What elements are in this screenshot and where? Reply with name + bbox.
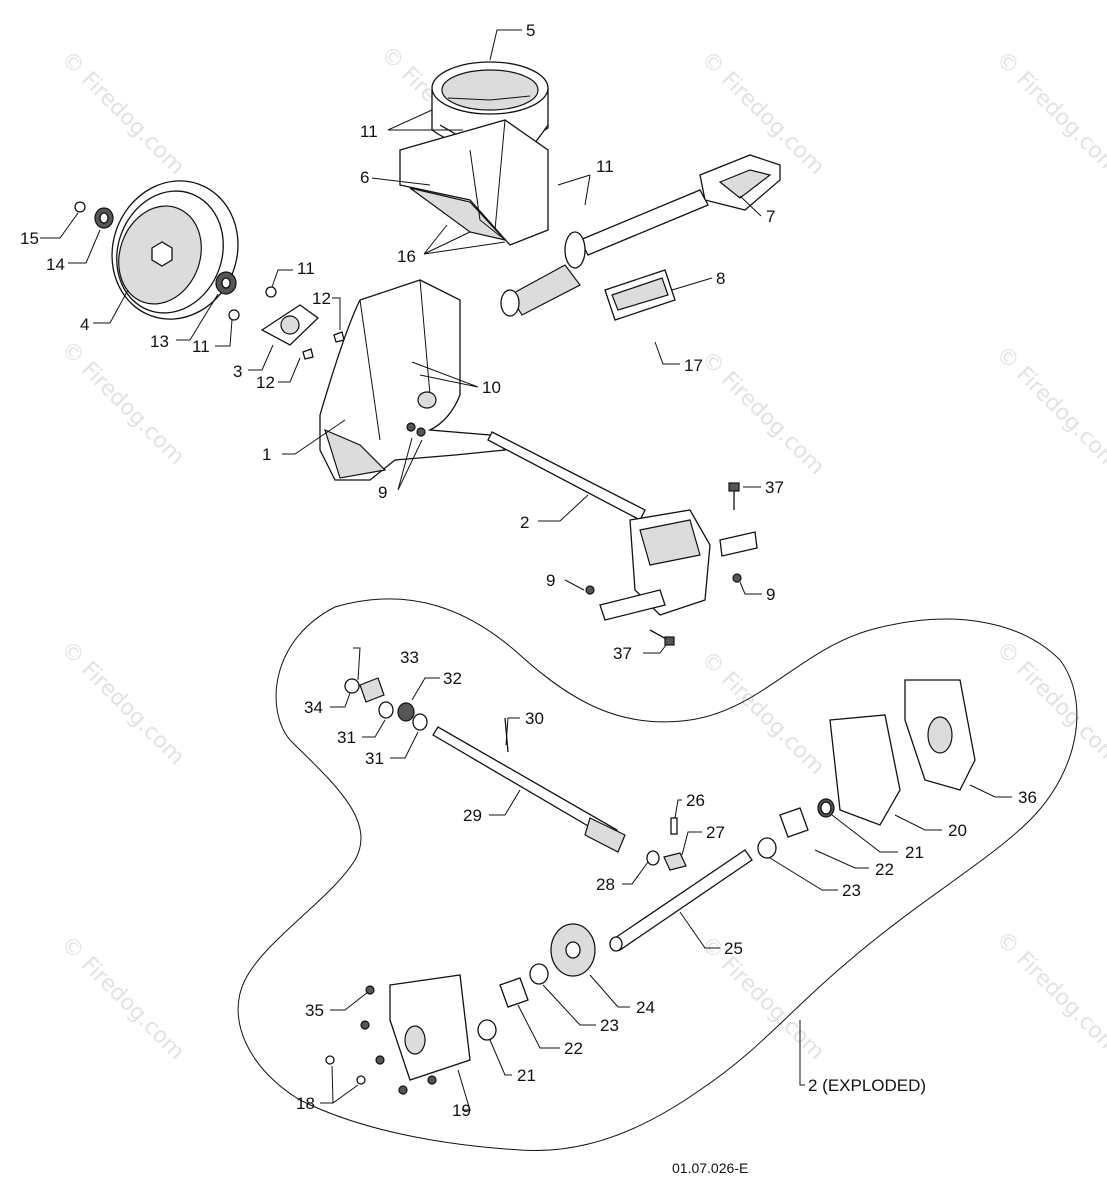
callout-31: 31 [365,749,384,768]
callout-16: 16 [397,247,416,266]
callout-17: 17 [684,356,703,375]
watermark: © Firedog.com [56,932,189,1065]
leader-lines [40,29,1012,1111]
callout-9: 9 [378,483,387,502]
part-gearbox-assembly [487,431,758,621]
watermark: © Firedog.com [56,637,189,770]
callout-13: 13 [150,332,169,351]
callout-31: 31 [337,728,356,747]
callout-14: 14 [46,255,65,274]
callout-6: 6 [360,168,369,187]
part-bolts [406,422,742,646]
callout-15: 15 [20,229,39,248]
watermark: © Firedog.com [991,47,1107,180]
watermark: © Firedog.com [696,932,829,1065]
part-hardware [74,201,277,321]
drawing-code: 01.07.026-E [672,1160,748,1176]
callout-5: 5 [526,21,535,40]
callout-30: 30 [525,709,544,728]
callout-7: 7 [766,207,775,226]
watermark: © Firedog.com [56,337,189,470]
part-chute-mount [399,119,549,246]
callout-32: 32 [443,669,462,688]
callout-23: 23 [842,881,861,900]
part-bearing-flange [260,304,345,360]
callout-28: 28 [596,875,615,894]
watermark: © Firedog.com [991,637,1107,770]
callout-1: 1 [262,445,271,464]
callout-24: 24 [636,998,655,1017]
callout-20: 20 [948,821,967,840]
watermark: © Firedog.com [991,927,1107,1060]
callouts: 5 11 6 11 7 16 8 17 15 14 4 13 11 11 1 2 … [20,21,1037,1176]
callout-2: 2 [520,513,529,532]
callout-4: 4 [80,315,89,334]
watermark: © Firedog.com [991,342,1107,475]
callout-29: 29 [463,806,482,825]
callout-12: 12 [256,373,275,392]
callout-10: 10 [482,378,501,397]
part-crank-handle [500,154,781,317]
callout-25: 25 [724,939,743,958]
part-pulley [111,180,239,320]
callout-9: 9 [766,585,775,604]
callout-37: 37 [613,644,632,663]
callout-9: 9 [546,571,555,590]
callout-26: 26 [686,791,705,810]
callout-36: 36 [1018,788,1037,807]
callout-19: 19 [452,1101,471,1120]
exploded-label: 2 (EXPLODED) [808,1076,926,1095]
callout-33: 33 [400,648,419,667]
callout-11: 11 [360,122,378,141]
callout-8: 8 [716,269,725,288]
callout-18: 18 [296,1094,315,1113]
part-housing [319,279,507,481]
callout-37: 37 [765,478,784,497]
callout-3: 3 [233,362,242,381]
callout-23: 23 [600,1016,619,1035]
callout-22: 22 [564,1039,583,1058]
callout-35: 35 [305,1001,324,1020]
exploded-parts [325,677,976,1095]
exploded-view-boundary [237,598,1078,1152]
callout-21: 21 [905,843,924,862]
callout-11: 11 [297,259,315,278]
callout-22: 22 [875,860,894,879]
callout-11: 11 [596,157,614,176]
callout-21: 21 [517,1066,536,1085]
callout-11: 11 [192,337,210,356]
callout-12: 12 [312,289,331,308]
callout-27: 27 [706,823,725,842]
watermark: © Firedog.com [56,47,189,180]
part-bracket [604,269,676,321]
callout-34: 34 [304,698,323,717]
watermark: © Firedog.com [696,347,829,480]
